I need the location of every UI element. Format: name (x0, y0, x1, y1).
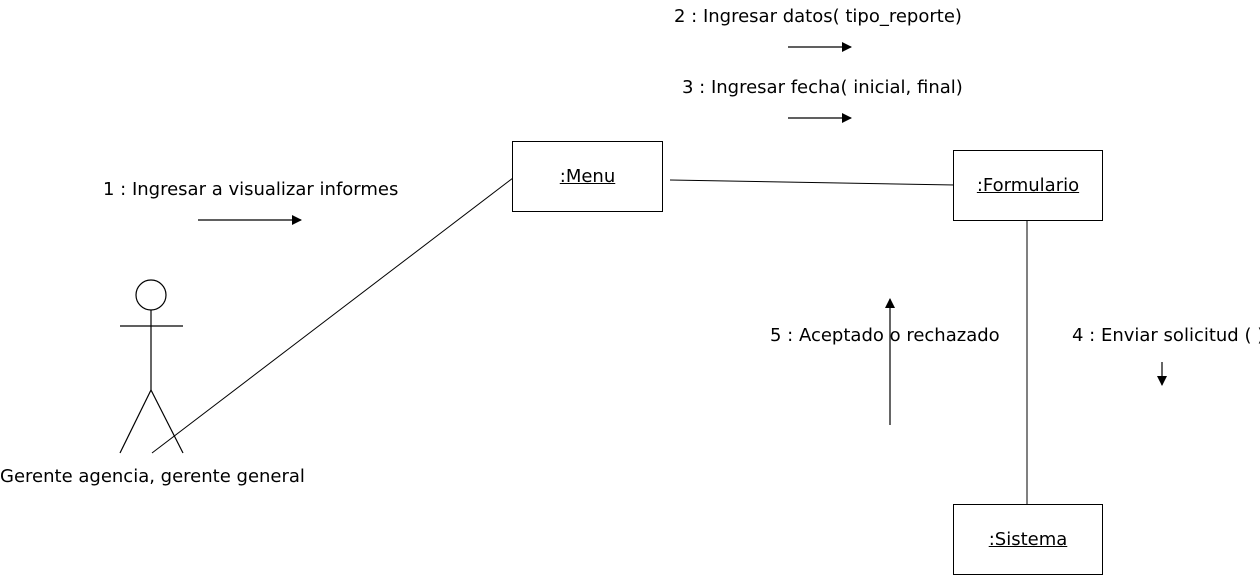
actor-right-leg (150, 389, 184, 454)
object-formulario-label: :Formulario (976, 175, 1080, 196)
message-2-label: 2 : Ingresar datos( tipo_reporte) (674, 6, 962, 27)
actor-figure (119, 279, 184, 454)
actor-left-leg (119, 389, 152, 454)
message-3-label: 3 : Ingresar fecha( inicial, final) (682, 77, 963, 98)
object-sistema[interactable]: :Sistema (953, 504, 1103, 575)
object-menu[interactable]: :Menu (512, 141, 663, 212)
message-5-label: 5 : Aceptado o rechazado (770, 325, 1000, 346)
message-4-label: 4 : Enviar solicitud ( ) (1072, 325, 1260, 346)
link-menu-formulario (669, 179, 956, 186)
actor-label: Gerente agencia, gerente general (0, 466, 305, 487)
actor-head (135, 279, 167, 311)
object-sistema-label: :Sistema (988, 529, 1068, 550)
object-menu-label: :Menu (559, 166, 616, 187)
object-formulario[interactable]: :Formulario (953, 150, 1103, 221)
message-1-label: 1 : Ingresar a visualizar informes (103, 179, 399, 200)
link-actor-menu (151, 177, 514, 454)
